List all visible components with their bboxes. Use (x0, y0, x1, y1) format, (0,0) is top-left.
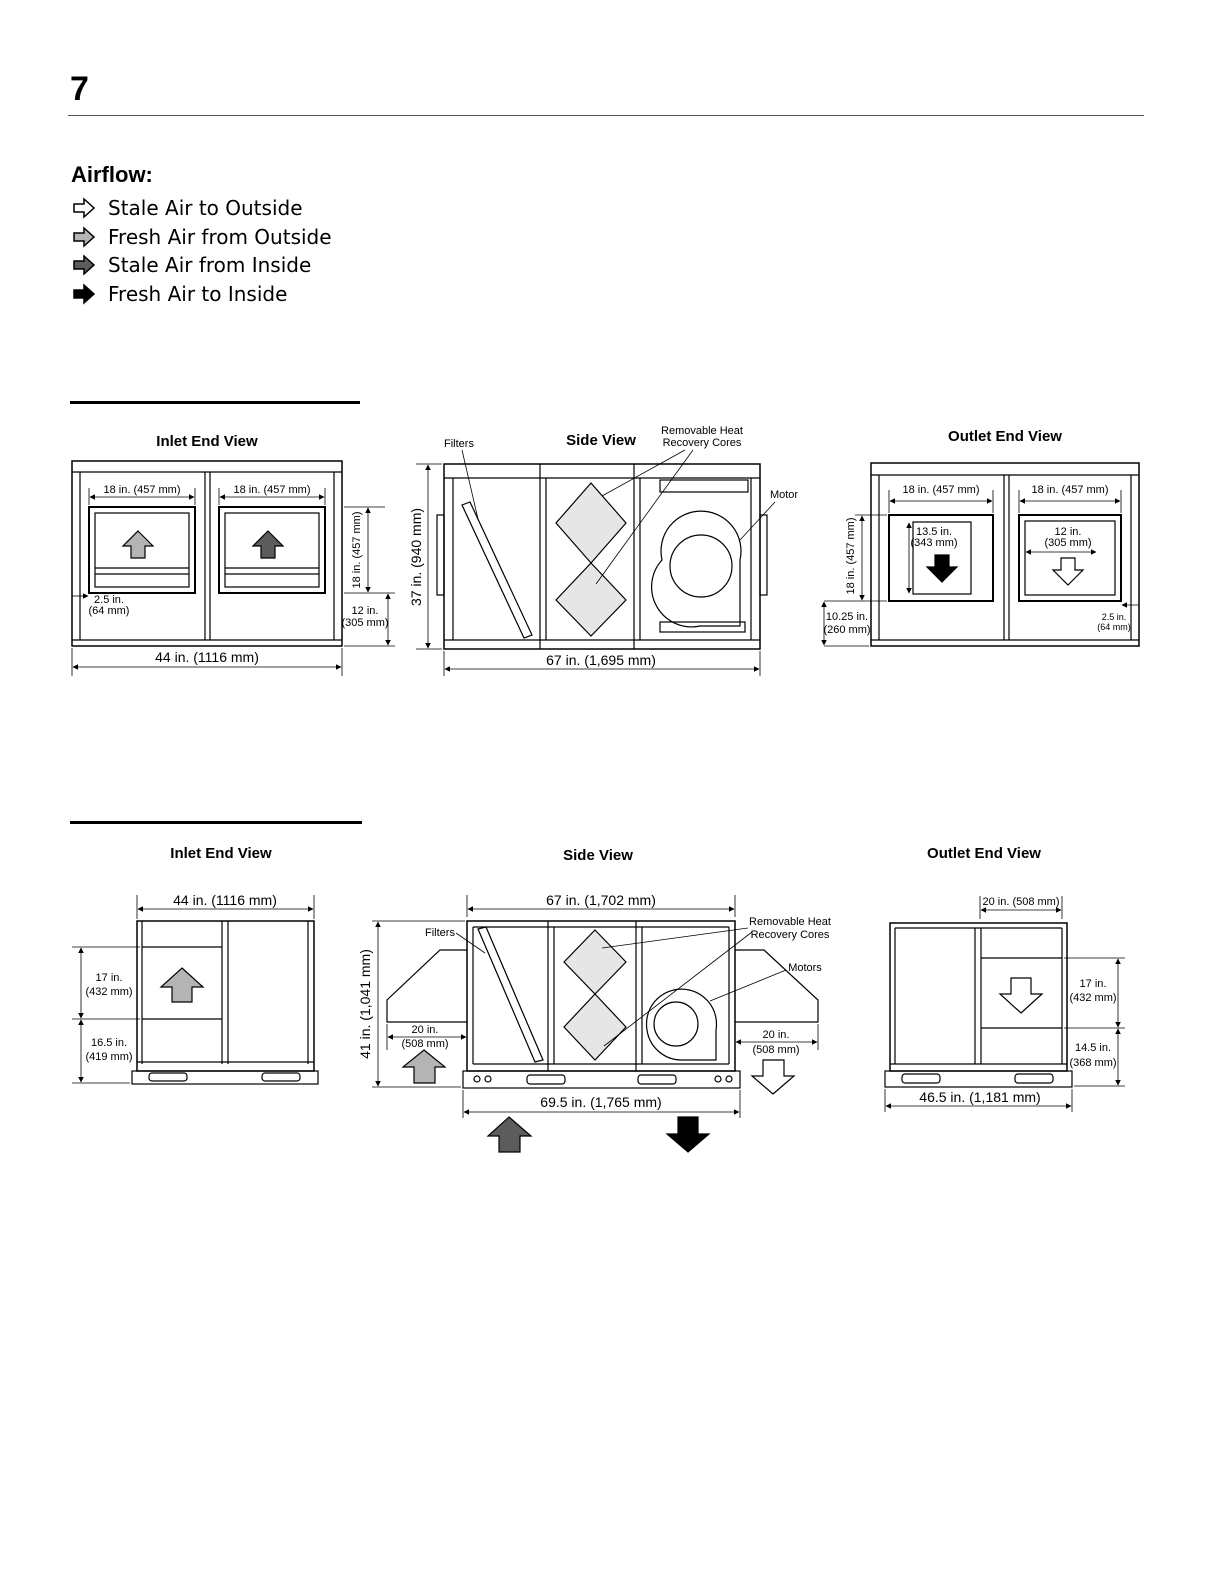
unit1-outlet-width2-label: 18 in. (457 mm) (1031, 484, 1108, 496)
unit1-side-length-label: 67 in. (1,695 mm) (546, 652, 656, 668)
header-rule (68, 115, 1144, 116)
unit1-inlet-offset-mm-label: (64 mm) (89, 605, 130, 617)
unit2-outlet-width-label: 20 in. (508 mm) (982, 896, 1059, 908)
section-rule-2 (70, 821, 362, 824)
unit1-outlet-inner-w-label: 12 in. (1055, 526, 1082, 538)
white-arrow-icon (73, 197, 96, 219)
unit2-cores-label-2: Recovery Cores (751, 929, 830, 941)
dark-gray-up-arrow-icon (251, 530, 285, 559)
unit2-outlet-overall-label: 46.5 in. (1,181 mm) (919, 1089, 1040, 1105)
unit1-inlet-offset-label: 2.5 in. (94, 594, 124, 606)
white-down-arrow-icon (1051, 557, 1085, 586)
black-arrow-icon (73, 283, 96, 305)
unit2-outlet-upper-label: 17 in. (1080, 978, 1107, 990)
legend-label: Stale Air from Inside (108, 253, 312, 278)
unit1-inlet-view: Inlet End View 18 in. (457 mm) 18 in. (4… (71, 433, 395, 676)
unit2-inlet-upper-mm-label: (432 mm) (85, 986, 132, 998)
unit1-inlet-title: Inlet End View (156, 433, 258, 450)
unit1-filters-label: Filters (444, 438, 474, 450)
legend-item-stale-to-outside: Stale Air to Outside (72, 194, 332, 223)
legend-item-fresh-to-inside: Fresh Air to Inside (72, 280, 332, 309)
legend-item-stale-from-inside: Stale Air from Inside (72, 251, 332, 280)
unit1-cores-label-2: Recovery Cores (663, 437, 742, 449)
unit1-inlet-width-label: 18 in. (457 mm) (103, 484, 180, 496)
unit2-left-dim-label: 20 in. (412, 1024, 439, 1036)
airflow-legend: Stale Air to Outside Fresh Air from Outs… (72, 194, 332, 308)
unit1-outlet-height-label: 18 in. (457 mm) (845, 517, 857, 594)
unit2-inlet-lower-mm-label: (419 mm) (85, 1051, 132, 1063)
unit2-outlet-upper-mm-label: (432 mm) (1069, 992, 1116, 1004)
unit2-filters-label: Filters (425, 927, 455, 939)
unit2-left-dim-mm-label: (508 mm) (401, 1038, 448, 1050)
legend-item-fresh-from-outside: Fresh Air from Outside (72, 223, 332, 252)
unit2-right-dim-label: 20 in. (763, 1029, 790, 1041)
unit1-outlet-inner-w-mm-label: (305 mm) (1044, 537, 1091, 549)
light-gray-up-arrow-icon (159, 967, 205, 1003)
unit2-outlet-lower-label: 14.5 in. (1075, 1042, 1111, 1054)
unit2-right-dim-mm-label: (508 mm) (752, 1044, 799, 1056)
unit2-inlet-title: Inlet End View (170, 845, 272, 862)
unit2-outlet-view: Outlet End View 20 in. (508 mm) 17 in. (… (884, 845, 1125, 1112)
unit2-side-height-label: 41 in. (1,041 mm) (357, 949, 373, 1059)
legend-label: Fresh Air to Inside (108, 281, 288, 306)
airflow-title: Airflow: (71, 162, 153, 187)
unit2-side-view: Side View 67 in. (1,702 mm) Filt (357, 847, 831, 1153)
unit1-outlet-bottom-label: 10.25 in. (826, 611, 868, 623)
unit1-outlet-bottom-mm-label: (260 mm) (823, 624, 870, 636)
unit1-side-view: Side View Filters Removable Heat Recover… (408, 425, 798, 676)
unit1-motor-label: Motor (770, 489, 798, 501)
unit1-inlet-bottom-mm-label: (305 mm) (341, 617, 388, 629)
unit2-inlet-view: Inlet End View 44 in. (1116 mm) 17 in. (… (72, 845, 319, 1085)
light-gray-up-arrow-icon (401, 1049, 447, 1084)
dark-gray-arrow-icon (73, 254, 96, 276)
unit2-inlet-lower-label: 16.5 in. (91, 1037, 127, 1049)
section-rule-1 (70, 401, 360, 404)
unit2-cores-label-1: Removable Heat (749, 916, 831, 928)
dark-gray-up-arrow-icon (486, 1116, 533, 1153)
unit1-side-title: Side View (566, 432, 636, 449)
unit1-inlet-overall-label: 44 in. (1116 mm) (155, 649, 259, 665)
unit1-outlet-title: Outlet End View (948, 428, 1062, 445)
white-down-arrow-icon (750, 1059, 796, 1095)
unit1-inlet-bottom-label: 12 in. (352, 605, 379, 617)
legend-label: Fresh Air from Outside (108, 224, 332, 249)
unit1-outlet-view: Outlet End View 13.5 in. (343 mm) 12 in.… (821, 428, 1140, 647)
unit1-cores-label-1: Removable Heat (661, 425, 743, 437)
light-gray-up-arrow-icon (121, 530, 155, 559)
legend-label: Stale Air to Outside (108, 196, 303, 221)
unit1-inlet-width2-label: 18 in. (457 mm) (233, 484, 310, 496)
unit1-outlet-offset-mm-label: (64 mm) (1097, 622, 1131, 632)
unit1-outlet-offset-label: 2.5 in. (1102, 612, 1127, 622)
unit2-motors-label: Motors (788, 962, 822, 974)
black-down-arrow-icon (925, 554, 959, 583)
unit2-outlet-lower-mm-label: (368 mm) (1069, 1057, 1116, 1069)
black-down-arrow-icon (665, 1116, 711, 1153)
page-number: 7 (70, 70, 89, 108)
unit1-outlet-width-label: 18 in. (457 mm) (902, 484, 979, 496)
unit2-inlet-upper-label: 17 in. (96, 972, 123, 984)
unit2-outlet-title: Outlet End View (927, 845, 1041, 862)
white-down-arrow-icon (998, 977, 1044, 1014)
unit1-side-height-label: 37 in. (940 mm) (408, 508, 424, 606)
unit2-side-title: Side View (563, 847, 633, 864)
unit1-outlet-inner-h-label: 13.5 in. (916, 526, 952, 538)
unit1-inlet-height-label: 18 in. (457 mm) (351, 511, 363, 588)
unit2-inlet-width-label: 44 in. (1116 mm) (173, 892, 277, 908)
unit1-outlet-inner-h-mm-label: (343 mm) (910, 537, 957, 549)
unit2-side-length-top-label: 67 in. (1,702 mm) (546, 892, 656, 908)
unit2-side-length-bottom-label: 69.5 in. (1,765 mm) (540, 1094, 661, 1110)
light-gray-arrow-icon (73, 226, 96, 248)
